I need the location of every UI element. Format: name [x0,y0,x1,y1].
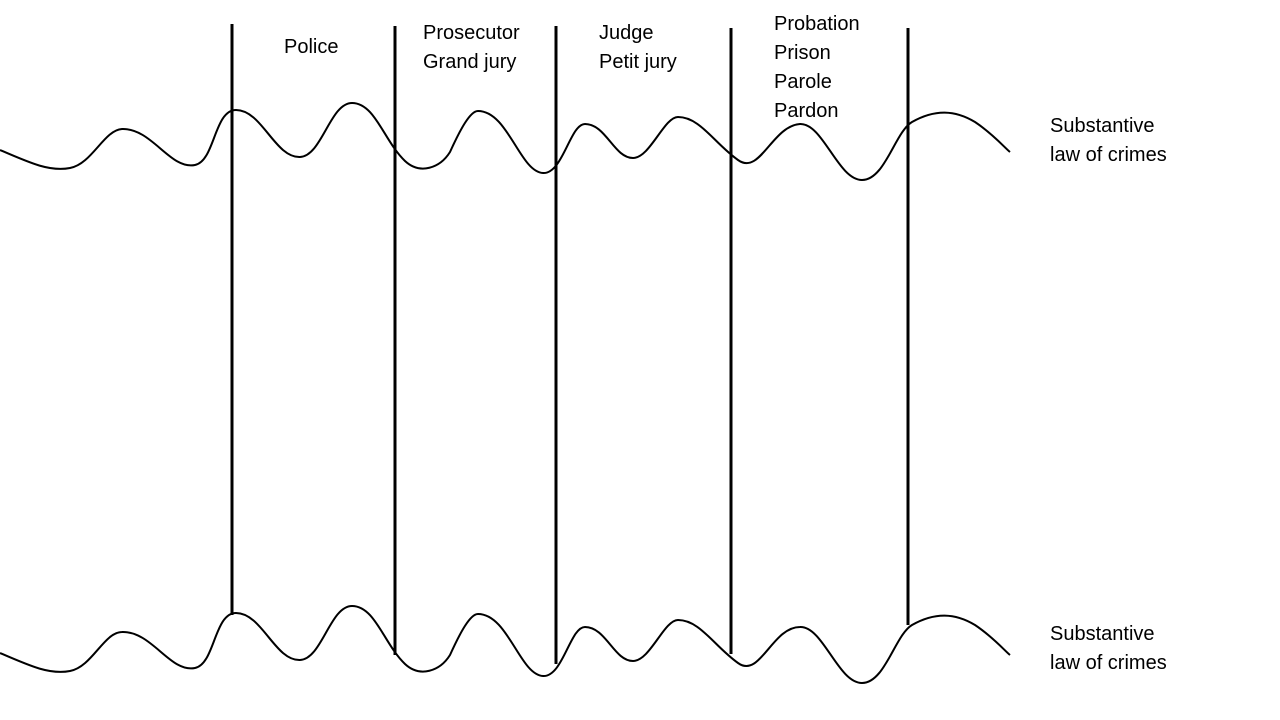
stage-trial-label: Judge Petit jury [599,19,677,77]
stage-corrections-line-4: Pardon [774,100,839,122]
stage-prosecution-line-2: Grand jury [423,51,517,73]
bottom-boundary-line-1: Substantive [1050,623,1155,645]
bottom-boundary-line-2: law of crimes [1050,652,1167,674]
stage-corrections-line-2: Prison [774,42,831,64]
top-boundary-wave [0,101,1011,182]
stage-trial-line-2: Petit jury [599,51,677,73]
stage-police-label: Police [284,33,338,62]
stage-corrections-label: Probation Prison Parole Pardon [774,10,860,126]
stage-trial-line-1: Judge [599,22,654,44]
stage-police-line-1: Police [284,36,339,58]
stage-prosecution-label: Prosecutor Grand jury [423,19,520,77]
bottom-boundary-wave [0,604,1011,685]
bottom-boundary-label: Substantive law of crimes [1050,620,1167,678]
stage-corrections-line-3: Parole [774,71,832,93]
top-boundary-line-1: Substantive [1050,115,1155,137]
stage-prosecution-line-1: Prosecutor [423,22,520,44]
top-boundary-label: Substantive law of crimes [1050,112,1167,170]
top-boundary-line-2: law of crimes [1050,144,1167,166]
stage-corrections-line-1: Probation [774,13,860,35]
